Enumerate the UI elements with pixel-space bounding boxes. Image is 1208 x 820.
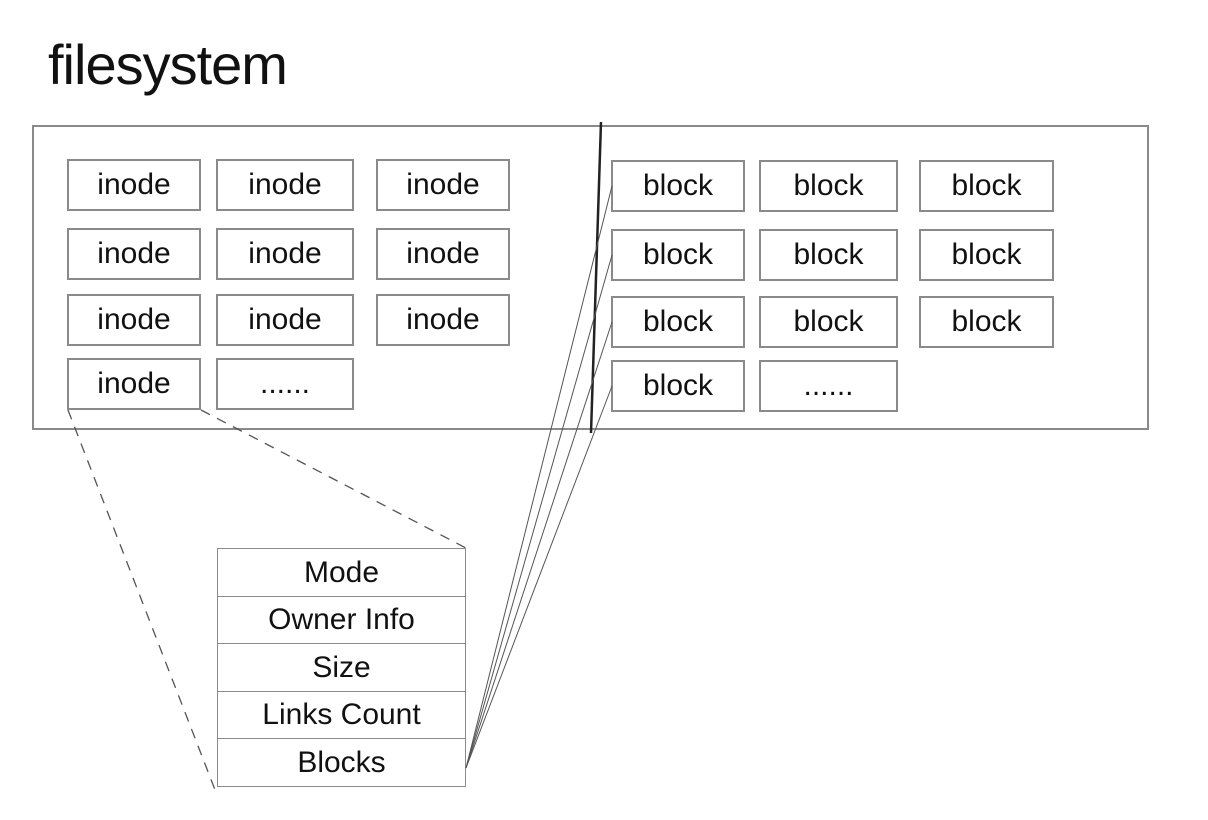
inode-cell: inode — [376, 159, 510, 211]
block-pointer-line — [465, 254, 613, 769]
inode-field-size: Size — [217, 643, 466, 692]
block-pointer-line — [465, 185, 613, 769]
inode-cell: inode — [67, 159, 201, 211]
block-ellipsis: ...... — [759, 360, 898, 412]
inode-cell: inode — [216, 159, 354, 211]
inode-cell: inode — [216, 228, 354, 280]
block-cell: block — [759, 160, 898, 212]
inode-field-blocks: Blocks — [217, 738, 466, 787]
block-pointer-line — [465, 385, 613, 769]
area-divider — [589, 121, 603, 434]
inode-field-mode: Mode — [217, 548, 466, 597]
inode-cell: inode — [376, 294, 510, 346]
block-cell: block — [759, 229, 898, 281]
block-cell: block — [611, 160, 745, 212]
block-cell: block — [919, 229, 1054, 281]
inode-cell: inode — [67, 228, 201, 280]
block-cell: block — [611, 296, 745, 348]
zoom-line-left — [67, 409, 218, 796]
block-cell: block — [759, 296, 898, 348]
block-cell: block — [611, 360, 745, 412]
inode-cell: inode — [67, 358, 201, 410]
block-cell: block — [611, 229, 745, 281]
diagram-title: filesystem — [48, 33, 288, 96]
inode-cell: inode — [67, 294, 201, 346]
inode-structure-table: Mode Owner Info Size Links Count Blocks — [217, 548, 466, 787]
inode-cell: inode — [376, 228, 510, 280]
zoom-line-right — [200, 409, 467, 549]
inode-field-links-count: Links Count — [217, 690, 466, 740]
inode-ellipsis: ...... — [216, 358, 354, 410]
block-cell: block — [919, 296, 1054, 348]
inode-cell: inode — [216, 294, 354, 346]
block-pointer-line — [465, 321, 613, 769]
block-cell: block — [919, 160, 1054, 212]
inode-field-owner-info: Owner Info — [217, 595, 466, 645]
